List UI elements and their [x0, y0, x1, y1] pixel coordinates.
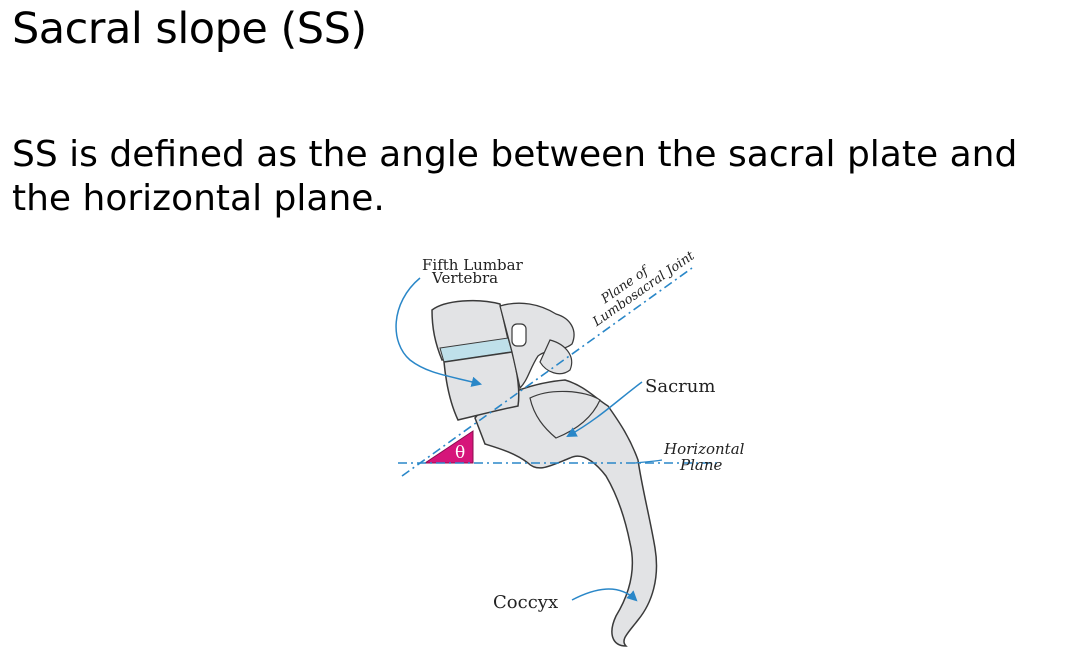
label-sacrum: Sacrum	[645, 376, 715, 397]
slide-title: Sacral slope (SS)	[12, 4, 367, 54]
angle-wedge	[423, 430, 474, 464]
lumbosacral-diagram: θ Fifth Lumbar Vertebra Plane of Lumbosa…	[380, 248, 770, 648]
facet-joint	[511, 323, 527, 347]
label-vertebra: Vertebra	[431, 269, 498, 287]
coccyx-arrow	[571, 588, 638, 602]
fifth-lumbar-arrow	[395, 277, 483, 387]
sacral-ala	[529, 390, 601, 439]
label-coccyx: Coccyx	[493, 592, 558, 613]
horizontal-plane-leader	[634, 459, 663, 464]
sacrum-shape	[474, 379, 658, 647]
slide-body-text: SS is defined as the angle between the s…	[12, 134, 1018, 219]
sacrum-arrow	[566, 381, 643, 438]
label-plane: Plane	[679, 456, 722, 474]
label-horizontal: Horizontal	[663, 440, 745, 458]
label-fifth-lumbar: Fifth Lumbar	[422, 256, 524, 274]
lumbosacral-plane-line	[401, 267, 693, 477]
angle-theta-label: θ	[455, 443, 465, 463]
spinous-process	[539, 339, 573, 375]
